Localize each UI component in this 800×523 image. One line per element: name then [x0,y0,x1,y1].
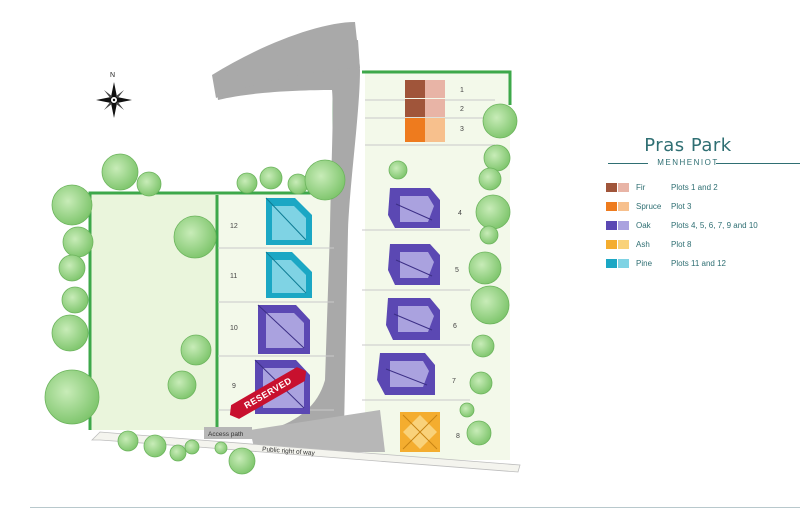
legend-desc-oak: Plots 4, 5, 6, 7, 9 and 10 [671,221,758,230]
plot-number-7: 7 [452,378,456,385]
legend-name-pine: Pine [636,259,653,268]
road-top-curve [212,22,360,98]
legend-swatch-spruce-dark [606,202,617,211]
estate-subtitle: MENHENIOT [657,158,719,167]
compass-rose-icon [96,82,132,118]
plot-number-12: 12 [230,223,238,230]
legend-row-ash: Ash Plot 8 [606,240,796,259]
plot-number-8: 8 [456,433,460,440]
house-plot-10[interactable] [257,304,310,354]
access-path-tag [204,427,252,439]
house-plot-1[interactable] [405,80,445,98]
estate-title: Pras Park [644,135,732,156]
plot-number-6: 6 [453,323,457,330]
house-plot-4[interactable] [388,188,440,228]
plot-number-9: 9 [232,383,236,390]
house-plot-7[interactable] [377,353,435,395]
house-plot-8[interactable] [400,412,440,452]
legend-swatch-ash-light [618,240,629,249]
plot-number-10: 10 [230,325,238,332]
hedge-west-boundary [88,191,340,430]
plot-number-11: 11 [230,273,237,280]
legend-swatch-ash-dark [606,240,617,249]
legend-row-pine: Pine Plots 11 and 12 [606,259,796,278]
legend-swatch-pine-dark [606,259,617,268]
compass-north-label: N [110,72,115,79]
house-plot-5[interactable] [388,244,440,285]
legend-swatch-oak-light [618,221,629,230]
house-plot-3[interactable] [405,118,445,142]
plot-number-4: 4 [458,210,462,217]
legend-name-oak: Oak [636,221,651,230]
legend-swatch-spruce-light [618,202,629,211]
title-rule-left [608,163,648,164]
legend-swatch-pine-light [618,259,629,268]
legend-name-ash: Ash [636,240,650,249]
legend-row-spruce: Spruce Plot 3 [606,202,796,221]
house-type-legend: Fir Plots 1 and 2 Spruce Plot 3 Oak Plot… [606,183,796,278]
plot-number-2: 2 [460,106,464,113]
public-right-of-way-path [91,431,521,473]
access-path-label: Access path [208,431,244,438]
house-plot-11[interactable] [265,251,312,298]
house-plot-6[interactable] [386,298,440,340]
legend-swatch-oak-dark [606,221,617,230]
house-plot-12[interactable] [265,197,312,245]
hedge-east-boundary [362,70,512,105]
footer-divider [30,507,800,508]
house-plot-2[interactable] [405,99,445,117]
legend-row-oak: Oak Plots 4, 5, 6, 7, 9 and 10 [606,221,796,240]
legend-row-fir: Fir Plots 1 and 2 [606,183,796,202]
legend-swatch-fir-dark [606,183,617,192]
plot-number-1: 1 [460,87,464,94]
legend-desc-pine: Plots 11 and 12 [671,259,727,268]
legend-desc-spruce: Plot 3 [671,202,692,211]
legend-name-fir: Fir [636,183,646,192]
road-turning-head [250,410,385,452]
legend-name-spruce: Spruce [636,202,662,211]
plot-number-3: 3 [460,126,464,133]
legend-desc-fir: Plots 1 and 2 [671,183,718,192]
title-rule-right [716,163,800,164]
plot-number-5: 5 [455,267,459,274]
legend-desc-ash: Plot 8 [671,240,692,249]
public-right-of-way-label: Public right of way [262,446,316,457]
legend-swatch-fir-light [618,183,629,192]
trees [44,103,518,475]
site-plan-map: RESERVED 1 2 3 4 5 6 7 8 9 10 11 12 Acce… [44,22,521,475]
